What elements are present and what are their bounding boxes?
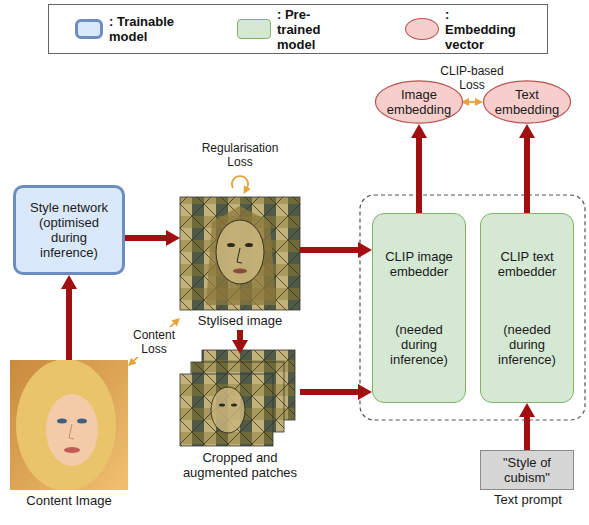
eye — [231, 404, 237, 407]
caption: Content Image — [26, 493, 111, 508]
portrait-ground — [10, 360, 128, 490]
content-portrait — [10, 360, 128, 490]
patch — [180, 374, 273, 446]
nose — [237, 248, 242, 263]
node-label: Image embedding — [383, 87, 455, 117]
loss-label: Content Loss — [127, 327, 181, 357]
hair-shape — [16, 360, 116, 490]
embedding-ellipse: Image embedding — [375, 80, 463, 124]
node-label: (needed during inference) — [379, 322, 459, 367]
legend-box: : Trainable model : Pre-trained model : Em… — [48, 4, 548, 54]
loop-arrow — [232, 176, 248, 188]
face-shape — [211, 387, 245, 433]
node-label: (needed during inference) — [487, 322, 567, 367]
mosaic-ground — [180, 197, 300, 310]
flow-arrow — [237, 330, 243, 340]
legend-label: : Embedding vector — [445, 7, 521, 52]
face-shape — [46, 394, 98, 466]
legend-swatch — [237, 19, 271, 39]
flow-arrow — [416, 138, 422, 213]
loss-label: CLIP-based Loss — [434, 64, 510, 92]
loss-label: Regularisation Loss — [192, 141, 288, 169]
eye — [77, 419, 87, 424]
ellipse-outline — [483, 80, 571, 124]
mouth — [233, 269, 247, 274]
pretrained-box: CLIP text embedder (needed during inferen… — [480, 213, 574, 403]
ellipse-shape — [375, 81, 462, 123]
node-label: CLIP image embedder — [379, 249, 459, 279]
trainable-box: Style network (optimised during inferenc… — [13, 185, 125, 275]
ellipse-outline — [375, 80, 463, 124]
node-label: "Style of cubism" — [487, 455, 567, 485]
flow-arrow — [300, 389, 358, 395]
legend-entry: : Trainable model — [75, 14, 185, 44]
flow-arrow — [524, 138, 530, 213]
ellipse-shape — [483, 81, 570, 123]
image-panel: Cropped and augmented patches — [180, 350, 300, 482]
loss-arrow — [134, 323, 174, 360]
node-label: Text embedding — [491, 87, 563, 117]
legend-swatch — [405, 18, 439, 40]
patch-stack — [180, 350, 295, 446]
eye — [245, 243, 253, 247]
caption: Text prompt — [458, 492, 589, 507]
eye — [219, 404, 225, 407]
pretrained-box: CLIP image embedder (needed during infere… — [372, 213, 466, 403]
legend-entry: : Pre-trained model — [237, 7, 353, 52]
flow-arrow — [524, 417, 530, 450]
legend-label: : Pre-trained model — [277, 7, 353, 52]
node-label: Style network (optimised during inferenc… — [22, 200, 116, 260]
caption: Cropped and augmented patches — [180, 450, 300, 480]
eye — [57, 419, 67, 424]
stylised-portrait — [180, 197, 300, 310]
legend-label: : Trainable model — [109, 14, 185, 44]
image-panel: Stylised image — [180, 197, 300, 330]
image-panel: Content Image — [10, 360, 128, 510]
flow-arrow — [300, 247, 358, 253]
legend-swatch — [75, 19, 103, 39]
caption: Stylised image — [198, 313, 283, 328]
group-outline — [360, 195, 585, 420]
embedding-ellipse: Text embedding — [483, 80, 571, 124]
prompt-box: "Style of cubism"Text prompt — [480, 450, 574, 490]
loss-arrow — [469, 101, 475, 103]
flow-arrow — [125, 235, 166, 241]
hair-shape — [206, 206, 276, 305]
flow-arrow — [66, 289, 72, 360]
lips — [64, 447, 80, 453]
face-shape — [216, 220, 264, 284]
node-label: CLIP text embedder — [487, 249, 567, 279]
legend-entry: : Embedding vector — [405, 7, 521, 52]
nose — [69, 424, 74, 439]
eye — [227, 243, 235, 247]
